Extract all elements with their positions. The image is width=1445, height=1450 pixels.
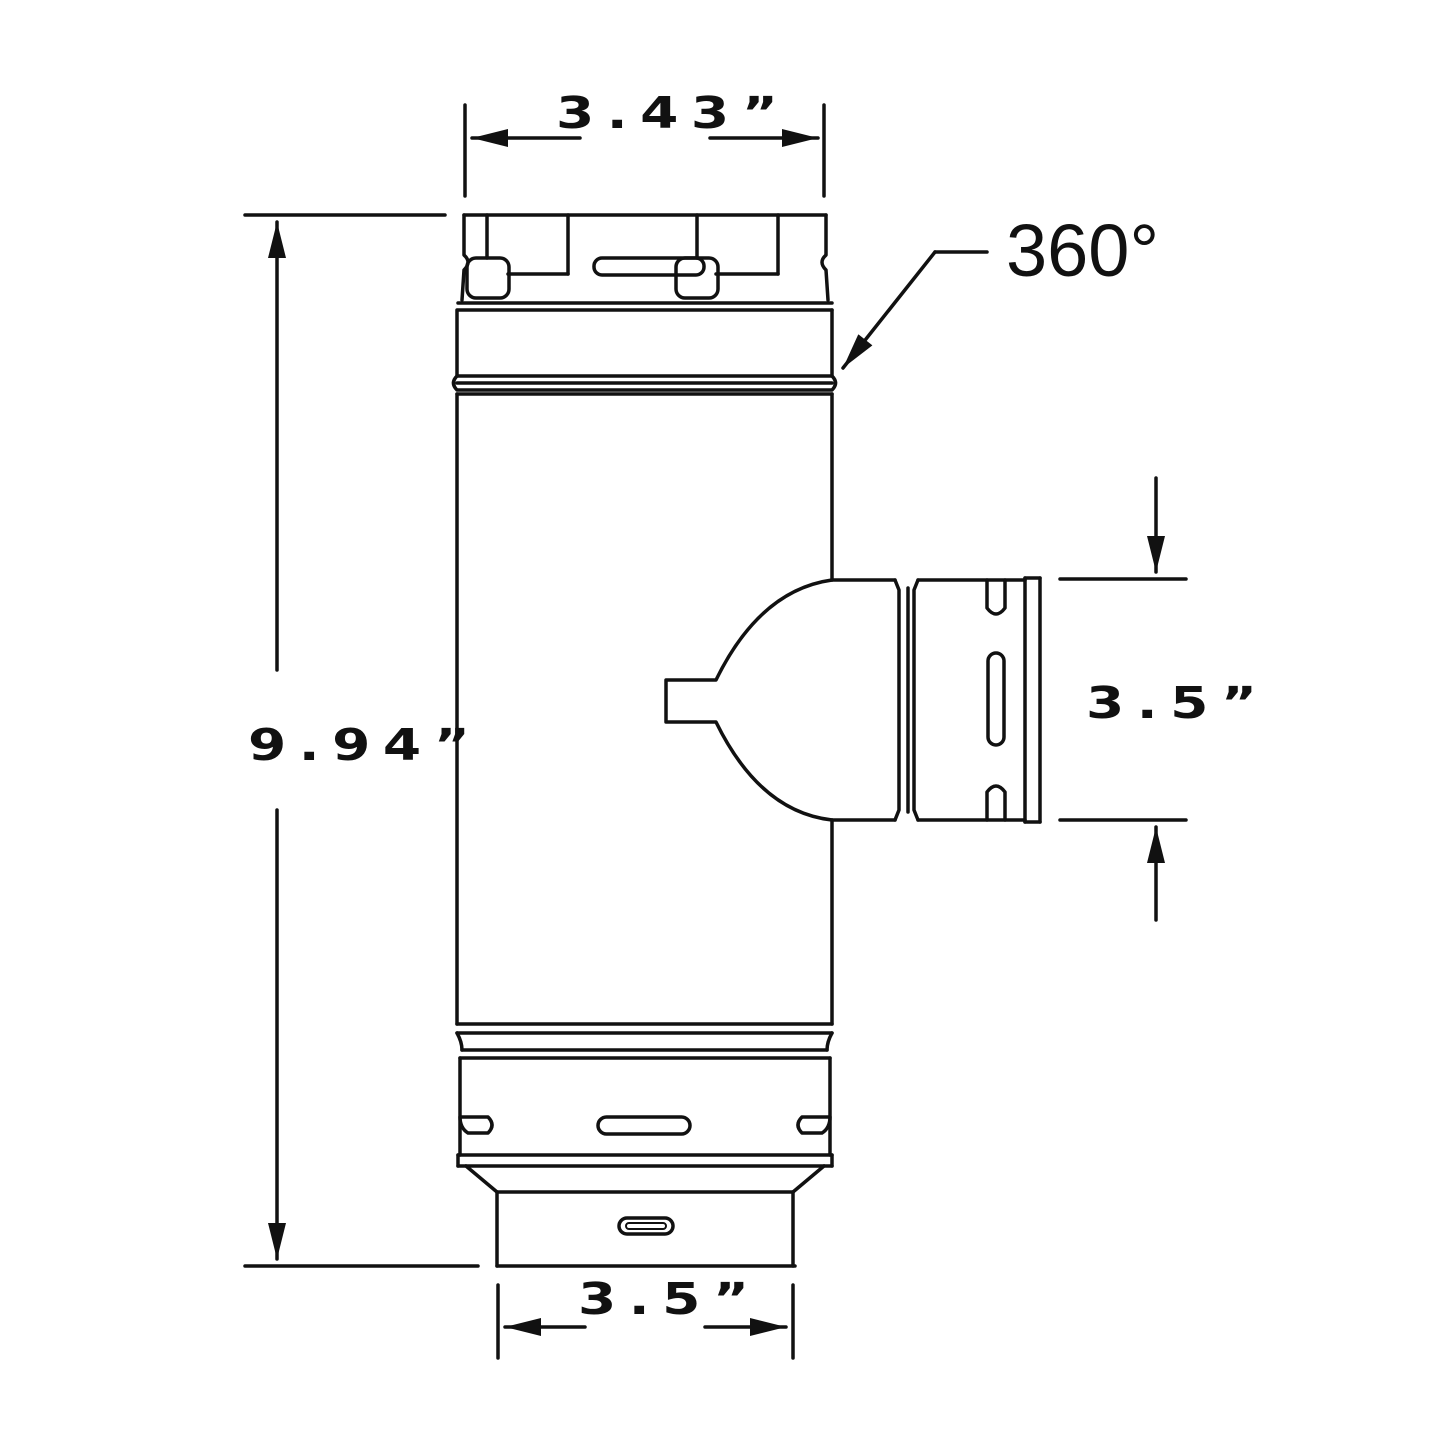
branch-diameter-label: 3.5” xyxy=(1086,678,1270,729)
bottom-width-label: 3.5” xyxy=(578,1274,762,1325)
branch-diameter-dimension xyxy=(1058,476,1188,922)
rotation-callout-label: 360° xyxy=(1006,209,1160,292)
upper-bead-band xyxy=(451,308,838,396)
top-width-dimension xyxy=(463,103,826,198)
side-branch xyxy=(664,576,1042,824)
height-dimension xyxy=(243,213,480,1268)
rotation-callout-leader xyxy=(841,250,989,370)
main-body xyxy=(455,392,834,1026)
lower-band xyxy=(455,1022,834,1168)
top-collar xyxy=(456,213,834,312)
top-width-label: 3.43” xyxy=(556,88,791,139)
bottom-spigot xyxy=(464,1164,826,1268)
overall-height-label: 9.94” xyxy=(248,720,483,771)
bottom-width-dimension xyxy=(496,1283,795,1360)
